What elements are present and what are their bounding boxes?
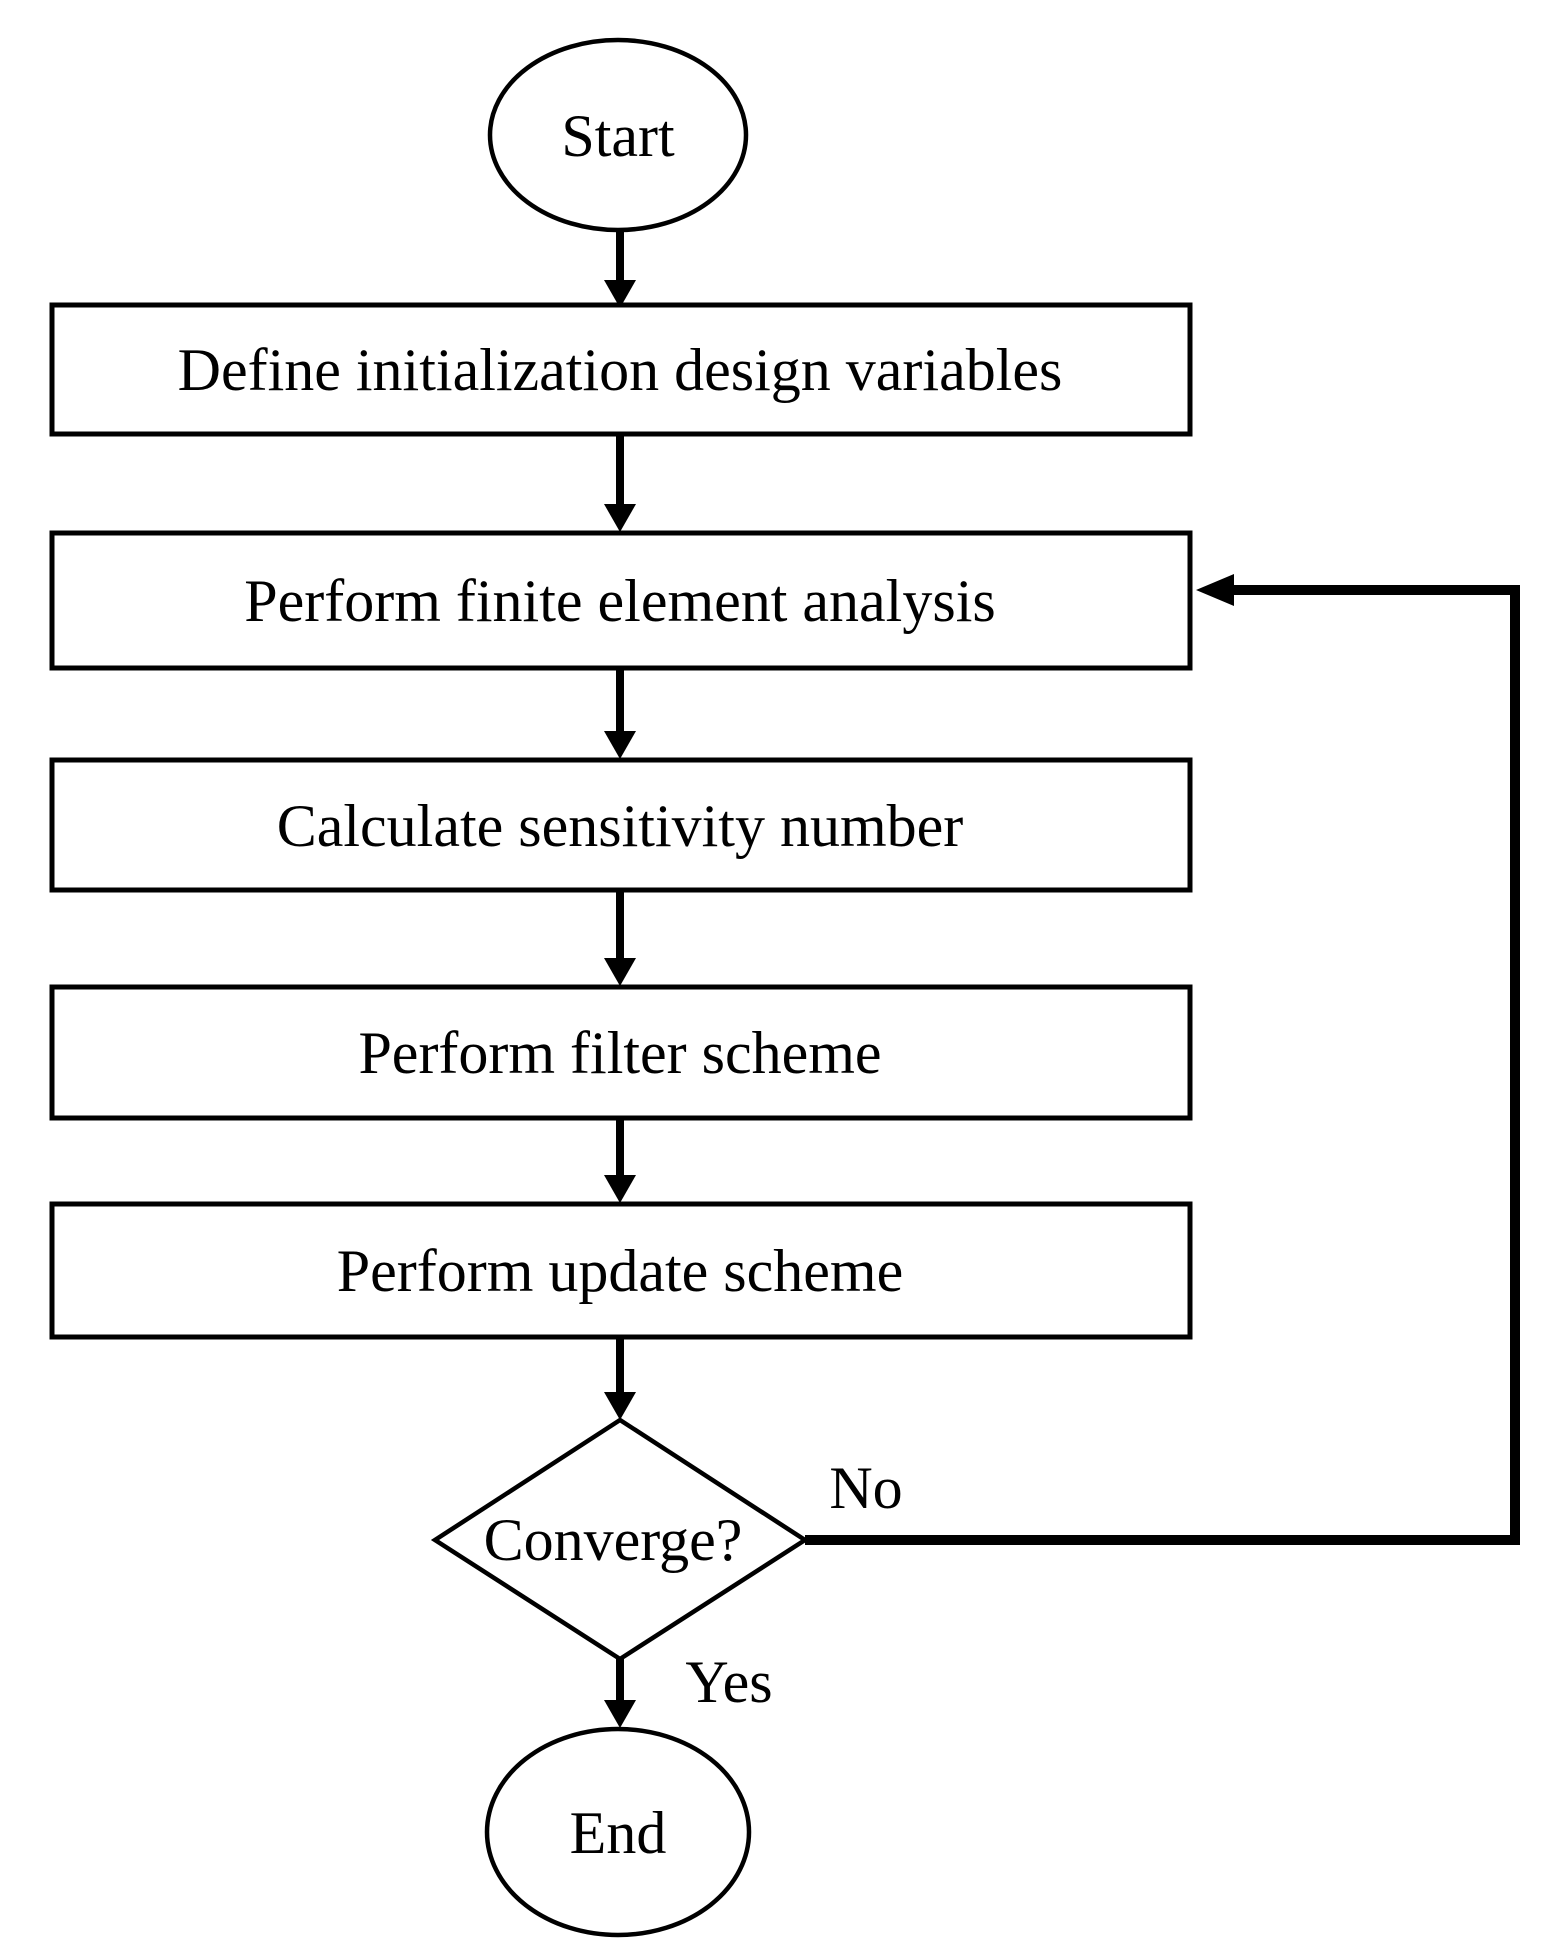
- node-update: Perform update scheme: [49, 1201, 1193, 1340]
- node-start: Start: [487, 37, 749, 233]
- end-label: End: [570, 1800, 667, 1866]
- start-terminator-shape: [487, 37, 749, 233]
- init-vars-label: Define initialization design variables: [178, 337, 1063, 403]
- node-filter: Perform filter scheme: [49, 984, 1193, 1121]
- edge-filter-to-update: [604, 1116, 636, 1203]
- edge-fea-to-sensitivity: [604, 666, 636, 759]
- converge-decision-shape: [430, 1417, 810, 1662]
- fea-process-shape: [49, 530, 1193, 671]
- end-terminator-shape: [484, 1726, 752, 1938]
- edge-converge-yes: [604, 1657, 636, 1728]
- start-label: Start: [561, 103, 675, 169]
- edge-update-to-converge: [604, 1335, 636, 1420]
- node-fea: Perform finite element analysis: [49, 530, 1193, 671]
- update-process-shape: [49, 1201, 1193, 1340]
- edge-converge-no-loop: [805, 574, 1520, 1545]
- filter-label: Perform filter scheme: [358, 1020, 881, 1086]
- edge-init-to-fea: [604, 432, 636, 532]
- node-init-vars: Define initialization design variables: [49, 302, 1193, 437]
- node-sensitivity: Calculate sensitivity number: [49, 757, 1193, 893]
- converge-label: Converge?: [484, 1507, 743, 1573]
- init-vars-process-shape: [49, 302, 1193, 437]
- sensitivity-label: Calculate sensitivity number: [277, 793, 964, 859]
- edge-start-to-init: [604, 228, 636, 308]
- update-label: Perform update scheme: [337, 1238, 903, 1304]
- edge-sensitivity-to-filter: [604, 888, 636, 986]
- sensitivity-process-shape: [49, 757, 1193, 893]
- node-end: End: [484, 1726, 752, 1938]
- fea-label: Perform finite element analysis: [244, 568, 995, 634]
- no-edge-label: No: [829, 1455, 902, 1521]
- node-converge: Converge?: [430, 1417, 810, 1662]
- filter-process-shape: [49, 984, 1193, 1121]
- yes-edge-label: Yes: [685, 1649, 772, 1715]
